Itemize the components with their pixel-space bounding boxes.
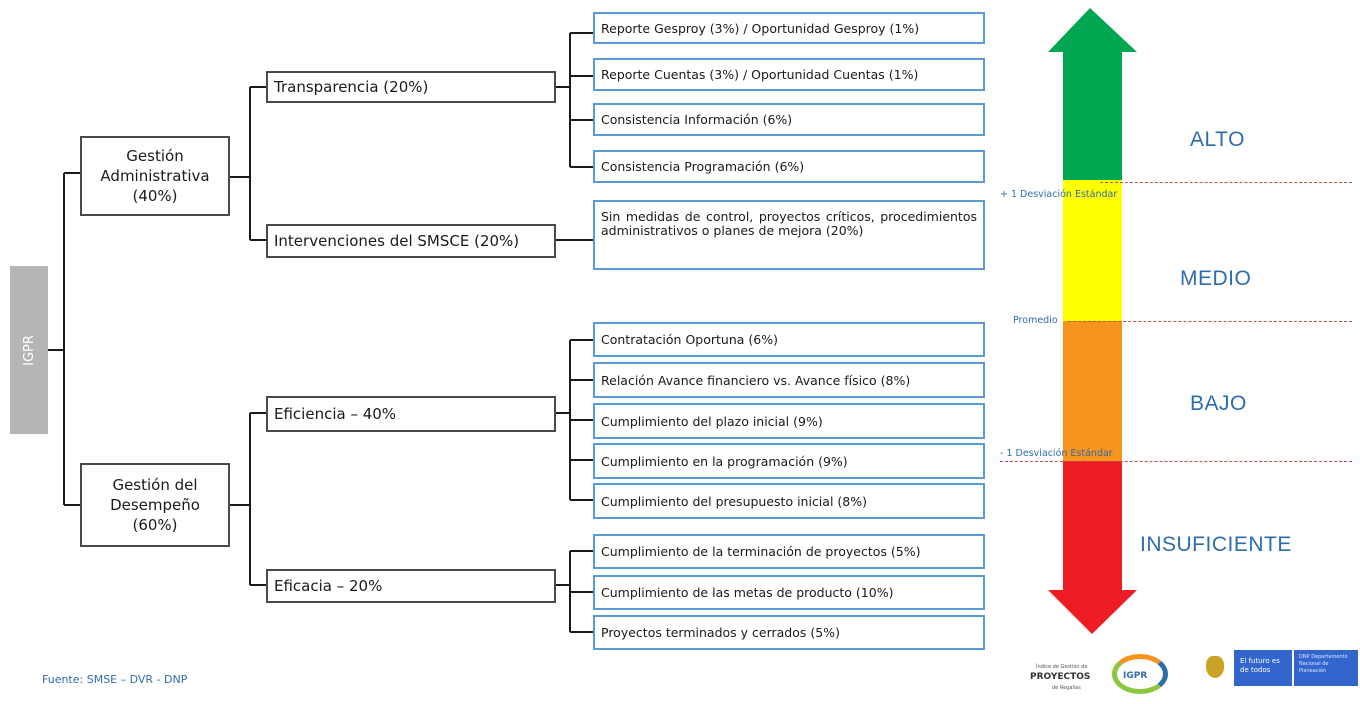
government-logo: El futuro es de todos DNP Departamento N…	[1200, 650, 1360, 690]
threshold-plus-sd-label: + 1 Desviación Estándar	[1000, 189, 1118, 200]
branch-label: Gestión del Desempeño (60%)	[110, 476, 200, 534]
leaf-item: Cumplimiento de la terminación de proyec…	[593, 534, 985, 569]
branch-label: Gestión Administrativa (40%)	[100, 147, 210, 205]
scale-band-bajo	[1063, 321, 1122, 461]
igpr-logo-ring	[1112, 654, 1168, 694]
leaf-item: Cumplimiento de las metas de producto (1…	[593, 575, 985, 610]
root-node-igpr: IGPR	[10, 266, 48, 434]
dnp-block: DNP Departamento Nacional de Planeación	[1294, 650, 1358, 686]
leaf-label: Proyectos terminados y cerrados (5%)	[601, 625, 840, 640]
coat-of-arms-icon	[1206, 656, 1224, 678]
scale-band-medio	[1063, 180, 1122, 321]
igpr-logo-bottom-text: de Regalías	[1052, 685, 1081, 691]
threshold-line-minus-sd	[1000, 461, 1352, 462]
source-note: Fuente: SMSE – DVR - DNP	[42, 673, 188, 686]
threshold-line-plus-sd	[1100, 182, 1352, 183]
leaf-label: Reporte Cuentas (3%) / Oportunidad Cuent…	[601, 67, 919, 82]
slogan-text: El futuro es de todos	[1240, 657, 1280, 674]
leaf-label: Contratación Oportuna (6%)	[601, 332, 778, 347]
leaf-label: Cumplimiento del plazo inicial (9%)	[601, 413, 823, 429]
leaf-item: Contratación Oportuna (6%)	[593, 322, 985, 357]
igpr-logo-brand: IGPR	[1123, 671, 1148, 681]
threshold-line-mean	[1068, 321, 1352, 322]
leaf-item: Cumplimiento en la programación (9%)	[593, 443, 985, 479]
group-label: Eficacia – 20%	[274, 577, 383, 595]
group-label: Eficiencia – 40%	[274, 405, 397, 423]
leaf-label: Consistencia Información (6%)	[601, 112, 793, 127]
leaf-item: Proyectos terminados y cerrados (5%)	[593, 615, 985, 650]
level-medio: MEDIO	[1180, 267, 1252, 290]
leaf-label: Reporte Gesproy (3%) / Oportunidad Gespr…	[601, 20, 920, 36]
leaf-item: Sin medidas de control, proyectos crític…	[593, 200, 985, 270]
threshold-mean-label: Promedio	[1013, 315, 1058, 326]
dnp-text: DNP Departamento Nacional de Planeación	[1299, 654, 1348, 674]
igpr-logo: Índice de Gestión de PROYECTOS IGPR de R…	[1028, 650, 1178, 702]
leaf-item: Reporte Cuentas (3%) / Oportunidad Cuent…	[593, 58, 985, 91]
leaf-item: Relación Avance financiero vs. Avance fí…	[593, 362, 985, 398]
igpr-logo-top-text: Índice de Gestión de	[1036, 664, 1088, 670]
igpr-logo-main-text: PROYECTOS	[1030, 672, 1091, 682]
leaf-label: Cumplimiento de las metas de producto (1…	[601, 585, 894, 600]
leaf-label: Sin medidas de control, proyectos crític…	[601, 209, 977, 238]
group-label: Transparencia (20%)	[274, 78, 429, 96]
root-label: IGPR	[21, 334, 37, 366]
threshold-minus-sd-label: - 1 Desviación Estándar	[1000, 448, 1113, 459]
branch-gestion-desempeno: Gestión del Desempeño (60%)	[80, 463, 230, 547]
leaf-label: Relación Avance financiero vs. Avance fí…	[601, 372, 911, 388]
level-alto: ALTO	[1190, 128, 1245, 151]
group-eficacia: Eficacia – 20%	[266, 569, 556, 603]
leaf-item: Consistencia Programación (6%)	[593, 150, 985, 183]
leaf-label: Consistencia Programación (6%)	[601, 159, 805, 174]
level-bajo: BAJO	[1190, 392, 1247, 415]
branch-gestion-administrativa: Gestión Administrativa (40%)	[80, 136, 230, 216]
group-eficiencia: Eficiencia – 40%	[266, 396, 556, 432]
leaf-label: Cumplimiento del presupuesto inicial (8%…	[601, 493, 867, 509]
leaf-item: Cumplimiento del plazo inicial (9%)	[593, 403, 985, 439]
scale-arrow	[1048, 8, 1137, 634]
group-label: Intervenciones del SMSCE (20%)	[274, 232, 520, 250]
group-intervenciones-smsce: Intervenciones del SMSCE (20%)	[266, 224, 556, 258]
group-transparencia: Transparencia (20%)	[266, 71, 556, 103]
leaf-item: Reporte Gesproy (3%) / Oportunidad Gespr…	[593, 12, 985, 44]
leaf-item: Cumplimiento del presupuesto inicial (8%…	[593, 483, 985, 519]
leaf-label: Cumplimiento de la terminación de proyec…	[601, 544, 921, 559]
scale-band-alto	[1048, 8, 1137, 180]
level-insuficiente: INSUFICIENTE	[1140, 533, 1292, 556]
slogan-block: El futuro es de todos	[1234, 650, 1292, 686]
scale-band-insuficiente	[1048, 461, 1137, 634]
leaf-item: Consistencia Información (6%)	[593, 103, 985, 136]
leaf-label: Cumplimiento en la programación (9%)	[601, 453, 848, 469]
